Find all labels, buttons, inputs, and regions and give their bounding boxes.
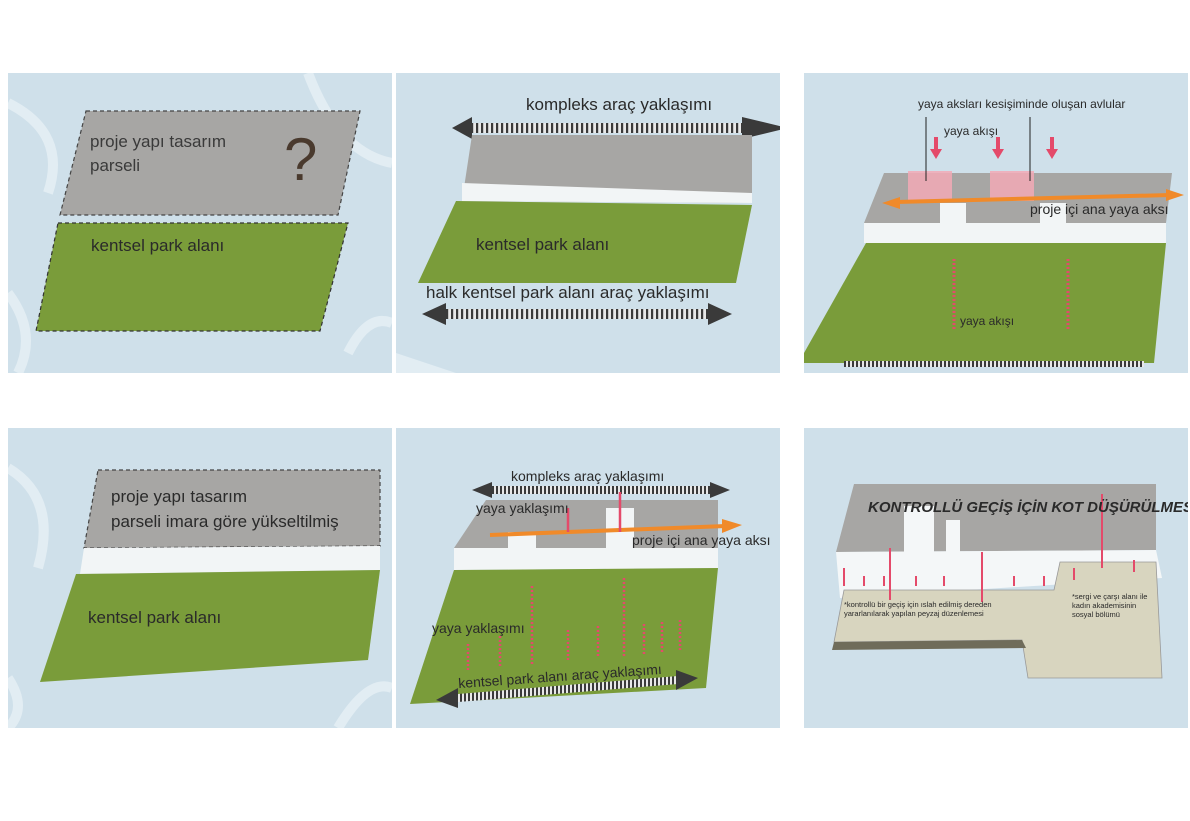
panel-5-drawing bbox=[410, 482, 742, 708]
axis-label: proje içi ana yaya aksı bbox=[632, 532, 771, 548]
courtyard-1 bbox=[908, 171, 952, 201]
panel-4-drawing bbox=[8, 463, 392, 728]
plot-label: proje yapı tasarım parseli bbox=[90, 132, 227, 175]
axis-head-left bbox=[882, 197, 900, 209]
lowered-terrace bbox=[833, 561, 1163, 679]
panel-2-drawing bbox=[396, 117, 780, 373]
bottom-arrow-head-right bbox=[676, 670, 698, 690]
top-arrow-head-left bbox=[472, 482, 492, 498]
approach-label-top: yaya yaklaşımı bbox=[476, 500, 569, 516]
bottom-arrow-head-right bbox=[708, 303, 732, 325]
flow-label-top: yaya akışı bbox=[944, 124, 999, 138]
raised-plot-roof bbox=[83, 469, 381, 549]
courtyard-gap-2 bbox=[1040, 203, 1066, 239]
raised-plot-side bbox=[80, 546, 380, 574]
courtyard-2 bbox=[990, 171, 1034, 201]
flow-label-bottom: yaya akışı bbox=[960, 314, 1015, 328]
project-block-side bbox=[462, 183, 752, 203]
background-roads bbox=[396, 353, 456, 373]
bottom-arrow-shaft bbox=[458, 676, 678, 702]
panel-1-drawing bbox=[8, 73, 392, 373]
park-area bbox=[804, 243, 1166, 363]
courtyard-gap-1 bbox=[940, 203, 966, 239]
approach-label-park: yaya yaklaşımı bbox=[432, 620, 525, 636]
plot-label-line1: proje yapı tasarım bbox=[111, 487, 248, 506]
park-label: kentsel park alanı bbox=[91, 236, 225, 255]
flow-arrow-3 bbox=[1046, 137, 1058, 159]
park-area bbox=[40, 570, 380, 682]
project-block-side bbox=[454, 548, 718, 570]
top-arrow-label: kompleks araç yaklaşımı bbox=[511, 468, 665, 484]
project-block-side bbox=[864, 223, 1166, 243]
park-area bbox=[35, 222, 349, 332]
axis-label: proje içi ana yaya aksı bbox=[1030, 201, 1169, 217]
panel-6-level-lowering: KONTROLLÜ GEÇİŞ İÇİN KOT DÜŞÜRÜLMESİ *ko… bbox=[804, 428, 1188, 728]
axis-head-right bbox=[1166, 189, 1184, 201]
bottom-arrow-head-left bbox=[422, 303, 446, 325]
panel-3-pedestrian-flow: yaya aksları kesişiminde oluşan avlular … bbox=[804, 73, 1188, 373]
panel-2-vehicle-approach: kompleks araç yaklaşımı kentsel park ala… bbox=[396, 73, 780, 373]
top-arrow-head-right bbox=[742, 117, 780, 139]
panel-3-drawing bbox=[804, 117, 1184, 367]
top-arrow-head-right bbox=[710, 482, 730, 498]
headline: KONTROLLÜ GEÇİŞ İÇİN KOT DÜŞÜRÜLMESİ bbox=[868, 499, 1188, 516]
main-pedestrian-axis bbox=[895, 193, 1171, 204]
top-arrow-label: kompleks araç yaklaşımı bbox=[526, 95, 713, 114]
courtyard-label: yaya aksları kesişiminde oluşan avlular bbox=[918, 97, 1126, 111]
axis-head-right bbox=[722, 519, 742, 533]
panel-5-approaches: kompleks araç yaklaşımı yaya yaklaşımı p… bbox=[396, 428, 780, 728]
main-pedestrian-axis bbox=[489, 524, 727, 537]
project-plot bbox=[59, 110, 361, 216]
bottom-arrow-label: halk kentsel park alanı araç yaklaşımı bbox=[426, 283, 710, 302]
park-area bbox=[410, 568, 718, 704]
park-label: kentsel park alanı bbox=[476, 235, 610, 254]
flow-arrow-2 bbox=[992, 137, 1004, 159]
park-approach-arrows bbox=[466, 578, 682, 672]
park-label: kentsel park alanı bbox=[88, 608, 222, 627]
panel-6-drawing bbox=[832, 484, 1163, 679]
bottom-arrow-shaft bbox=[442, 309, 714, 319]
terrace-shadow bbox=[832, 640, 1026, 650]
top-arrow-shaft bbox=[484, 486, 714, 494]
background-roads bbox=[8, 463, 392, 728]
park-area bbox=[418, 201, 752, 283]
panel-1-plot-and-park: proje yapı tasarım parseli ? kentsel par… bbox=[8, 73, 392, 373]
project-block-roof bbox=[836, 484, 1156, 552]
bottom-arrow-head-left bbox=[436, 688, 458, 708]
panel-4-raised-plot: proje yapı tasarım parseli imara göre yü… bbox=[8, 428, 392, 728]
entry-arrows bbox=[843, 494, 1135, 602]
note-left: *kontrollü bir geçiş için ıslah edilmiş … bbox=[844, 600, 992, 618]
block-gap-1 bbox=[508, 532, 536, 570]
top-arrow-shaft bbox=[466, 123, 748, 133]
note-right: *sergi ve çarşı alanı ile kadın akademis… bbox=[1072, 592, 1148, 619]
top-arrow-head-left bbox=[452, 117, 472, 139]
question-mark: ? bbox=[284, 126, 318, 193]
park-edge-arrow bbox=[844, 361, 1144, 367]
plot-label-line2: parseli imara göre yükseltilmiş bbox=[111, 512, 339, 531]
flow-arrow-1 bbox=[930, 137, 942, 159]
